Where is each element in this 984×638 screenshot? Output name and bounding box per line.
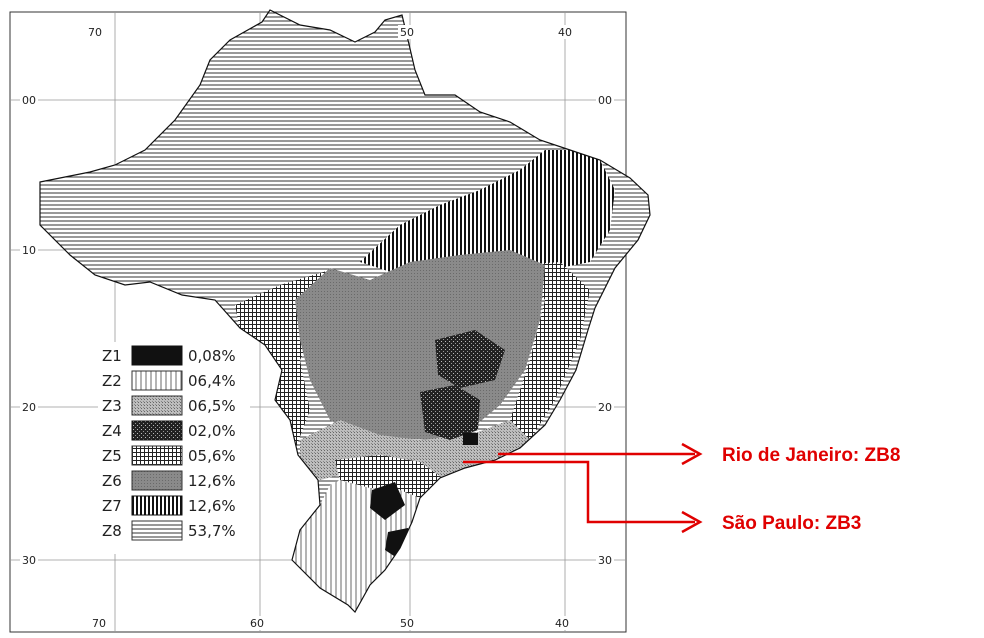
zone-z6-central xyxy=(295,250,545,440)
lat-label-right-20: 20 xyxy=(598,401,612,414)
arrow-right-icon xyxy=(681,510,703,534)
svg-text:Z6: Z6 xyxy=(102,472,122,490)
zone-z1-southeast xyxy=(463,433,478,445)
svg-text:53,7%: 53,7% xyxy=(188,522,236,540)
lat-label-right-30: 30 xyxy=(598,554,612,567)
lon-label-bottom-60: 60 xyxy=(250,617,264,630)
svg-text:05,6%: 05,6% xyxy=(188,447,236,465)
lon-label-bottom-40: 40 xyxy=(555,617,569,630)
legend-item-z6: Z6 12,6% xyxy=(102,470,236,491)
lon-label-bottom-70: 70 xyxy=(92,617,106,630)
zone-z1-south-a xyxy=(370,482,405,520)
legend-item-z5: Z5 05,6% xyxy=(102,445,236,466)
legend-item-z3: Z3 06,5% xyxy=(102,395,236,416)
zone-z4-southeast xyxy=(420,385,480,440)
svg-text:12,6%: 12,6% xyxy=(188,472,236,490)
lat-label-right-00: 00 xyxy=(598,94,612,107)
lat-label-left-20: 20 xyxy=(22,401,36,414)
callout-rio-label: Rio de Janeiro: ZB8 xyxy=(722,445,900,466)
brazil-outline xyxy=(39,9,651,613)
svg-text:06,4%: 06,4% xyxy=(188,372,236,390)
lat-label-left-30: 30 xyxy=(22,554,36,567)
svg-text:Z5: Z5 xyxy=(102,447,122,465)
lat-label-left-10: 10 xyxy=(22,244,36,257)
svg-text:Z2: Z2 xyxy=(102,372,122,390)
svg-text:0,08%: 0,08% xyxy=(188,347,236,365)
zone-z5-southeast xyxy=(335,455,445,498)
legend-item-z2: Z2 06,4% xyxy=(102,370,236,391)
lon-label-top-50: 50 xyxy=(400,26,414,39)
lon-label-top-70: 70 xyxy=(88,26,102,39)
zone-z7-northeast xyxy=(360,150,615,275)
svg-text:Z3: Z3 xyxy=(102,397,122,415)
lat-labels: 00 00 10 20 20 30 30 xyxy=(20,93,614,567)
legend-item-z8: Z8 53,7% xyxy=(102,520,236,541)
zone-z5-west xyxy=(235,270,360,450)
svg-text:Z1: Z1 xyxy=(102,347,122,365)
svg-text:Z8: Z8 xyxy=(102,522,122,540)
zone-z4-central xyxy=(435,330,505,388)
zone-z5-east xyxy=(510,262,590,440)
callout-rio: Rio de Janeiro: ZB8 xyxy=(498,442,900,466)
svg-text:12,6%: 12,6% xyxy=(188,497,236,515)
arrow-right-icon xyxy=(681,442,703,466)
lon-labels-bottom: 70 60 50 40 xyxy=(90,616,571,630)
legend-item-z7: Z7 12,6% xyxy=(102,495,236,516)
lon-labels-top: 70 50 40 xyxy=(86,25,574,39)
svg-text:06,5%: 06,5% xyxy=(188,397,236,415)
callout-sao-paulo: São Paulo: ZB3 xyxy=(463,460,861,534)
svg-text:Z7: Z7 xyxy=(102,497,122,515)
svg-text:02,0%: 02,0% xyxy=(188,422,236,440)
lon-label-bottom-50: 50 xyxy=(400,617,414,630)
lat-label-left-00: 00 xyxy=(22,94,36,107)
lon-label-top-40: 40 xyxy=(558,26,572,39)
legend-item-z4: Z4 02,0% xyxy=(102,420,236,441)
svg-text:Z4: Z4 xyxy=(102,422,122,440)
legend-item-z1: Z1 0,08% xyxy=(102,345,236,366)
callout-sao-paulo-label: São Paulo: ZB3 xyxy=(722,513,861,534)
